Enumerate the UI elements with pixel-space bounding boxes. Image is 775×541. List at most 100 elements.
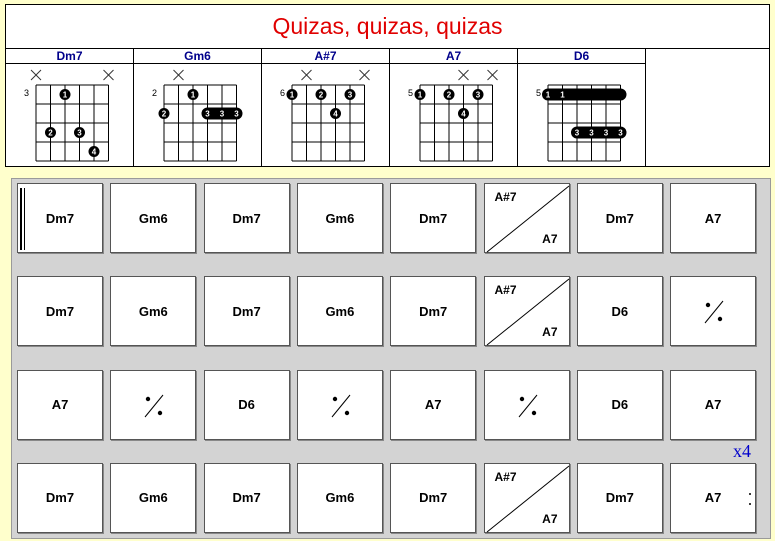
svg-text:4: 4 bbox=[461, 110, 466, 119]
svg-text:3: 3 bbox=[205, 110, 210, 119]
measure-cell[interactable] bbox=[670, 276, 757, 347]
finger-dot: 4 bbox=[458, 108, 469, 119]
measure-chord-label: A7 bbox=[704, 210, 722, 226]
svg-text:3: 3 bbox=[575, 129, 580, 138]
muted-string-icon bbox=[487, 69, 498, 81]
measure-cell[interactable] bbox=[110, 369, 197, 440]
svg-text:3: 3 bbox=[618, 129, 623, 138]
finger-dot: 2 bbox=[45, 127, 56, 138]
measure-cell[interactable]: Gm6 bbox=[110, 462, 197, 533]
finger-dot: 2 bbox=[315, 89, 327, 100]
svg-text:2: 2 bbox=[162, 110, 167, 119]
svg-text:4: 4 bbox=[92, 148, 97, 157]
measure-chord-label: Gm6 bbox=[138, 490, 168, 506]
measure-chord-label: D6 bbox=[611, 397, 629, 413]
measure-cell[interactable]: Dm7 bbox=[203, 462, 290, 533]
measure-cell[interactable]: Dm7 bbox=[390, 183, 477, 253]
measure-cell[interactable]: Dm7 bbox=[17, 462, 103, 533]
chord-name: Gm6 bbox=[134, 49, 261, 64]
measure-cell[interactable]: A7 bbox=[390, 369, 477, 440]
measure-cell[interactable]: A7 bbox=[17, 369, 103, 440]
chord-name: A7 bbox=[390, 49, 517, 64]
measure-cell[interactable]: D6 bbox=[576, 276, 663, 347]
split-chord-first: A#7 bbox=[494, 469, 517, 484]
svg-text:1: 1 bbox=[546, 91, 551, 100]
measure-cell[interactable]: Dm7 bbox=[390, 462, 477, 533]
measure-cell[interactable]: Dm7 bbox=[576, 462, 663, 533]
finger-dot: 1 bbox=[59, 89, 71, 100]
split-divider bbox=[486, 185, 569, 253]
measure-cell[interactable]: A7 bbox=[670, 183, 757, 253]
measure-cell[interactable]: Dm7 bbox=[17, 183, 103, 253]
measure-cell[interactable]: Gm6 bbox=[296, 276, 383, 347]
measure-cell[interactable]: Gm6 bbox=[110, 276, 197, 347]
measure-cell[interactable]: Gm6 bbox=[296, 462, 383, 533]
svg-text:1: 1 bbox=[290, 91, 295, 100]
song-title: Quizas, quizas, quizas bbox=[6, 5, 769, 49]
measure-cell[interactable] bbox=[483, 369, 570, 440]
measure-chord-label: Dm7 bbox=[605, 490, 634, 506]
measure-chord-label: Gm6 bbox=[325, 210, 355, 226]
measure-cell[interactable]: Gm6 bbox=[110, 183, 197, 253]
chord-name: A#7 bbox=[262, 49, 389, 64]
fret-number-label: 3 bbox=[24, 88, 29, 98]
muted-string-icon bbox=[301, 69, 312, 81]
measure-chord-label: Gm6 bbox=[138, 303, 168, 319]
measure-chord-label: Dm7 bbox=[45, 210, 75, 226]
measure-cell[interactable]: Dm7 bbox=[576, 183, 663, 253]
measure-cell[interactable]: A7 bbox=[670, 462, 757, 533]
finger-dot: 2 bbox=[443, 89, 455, 100]
svg-text:3: 3 bbox=[604, 129, 609, 138]
measure-chord-label: Dm7 bbox=[232, 303, 261, 319]
split-chord-second: A7 bbox=[542, 325, 558, 340]
svg-text:3: 3 bbox=[234, 110, 239, 119]
measure-cell[interactable]: Dm7 bbox=[390, 276, 477, 347]
finger-dot: 4 bbox=[330, 108, 341, 119]
measure-cell[interactable]: Dm7 bbox=[17, 276, 103, 347]
svg-text:2: 2 bbox=[319, 91, 324, 100]
measure-cell[interactable]: Dm7 bbox=[203, 276, 290, 347]
svg-text:1: 1 bbox=[418, 91, 423, 100]
svg-text:1: 1 bbox=[63, 91, 68, 100]
repeat-measure-icon bbox=[518, 394, 537, 417]
split-chord-second: A7 bbox=[542, 232, 558, 246]
measure-cell[interactable]: Gm6 bbox=[296, 183, 383, 253]
svg-text:1: 1 bbox=[560, 91, 565, 100]
measure-chord-label: Dm7 bbox=[605, 210, 634, 226]
muted-string-icon bbox=[30, 69, 42, 81]
finger-dot: 1 bbox=[414, 89, 426, 100]
repeat-start-barline bbox=[20, 188, 25, 250]
svg-text:2: 2 bbox=[48, 129, 53, 138]
measure-cell[interactable]: D6 bbox=[203, 369, 290, 440]
finger-dot: 1 bbox=[286, 89, 298, 100]
measure-cell[interactable]: Dm7 bbox=[203, 183, 290, 253]
measure-chord-label: A7 bbox=[704, 397, 722, 413]
measure-chord-label: Dm7 bbox=[419, 303, 448, 319]
measure-chord-label: Dm7 bbox=[232, 210, 261, 226]
measure-cell[interactable] bbox=[296, 369, 383, 440]
fret-number-label: 5 bbox=[408, 88, 413, 98]
muted-string-icon bbox=[458, 69, 469, 81]
measure-cell[interactable]: D6 bbox=[576, 369, 663, 440]
measure-cell[interactable]: A7 bbox=[670, 369, 757, 440]
